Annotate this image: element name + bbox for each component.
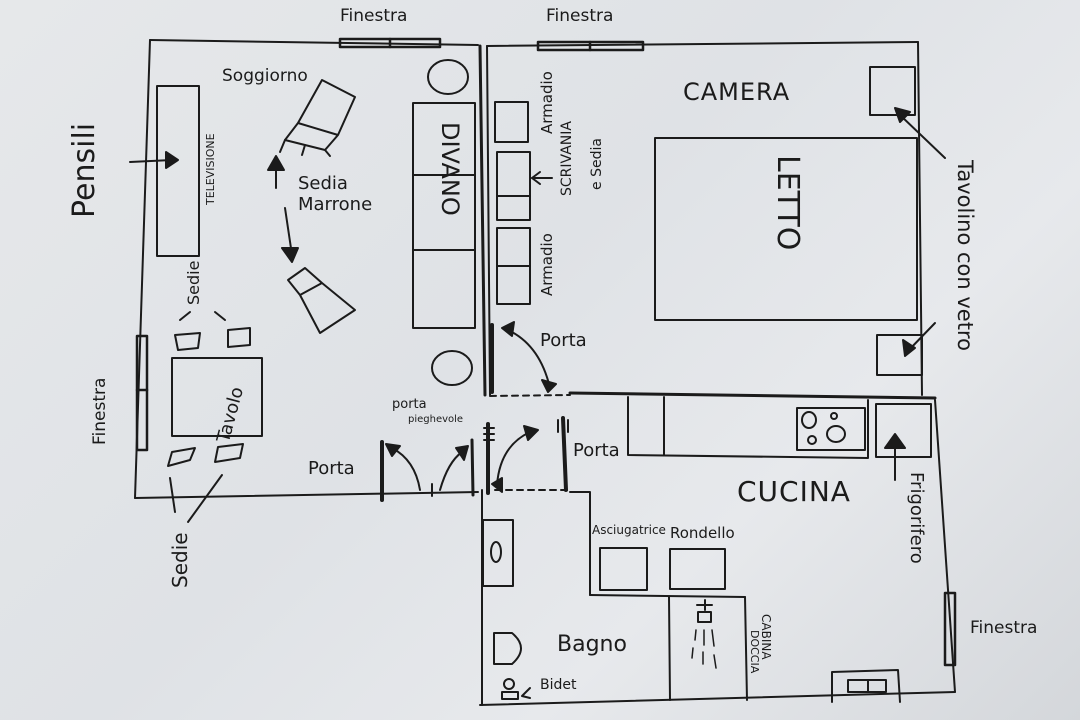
label-bidet: Bidet (540, 677, 577, 693)
dashed-threshold-1 (490, 395, 570, 396)
doors (382, 322, 568, 500)
wall-bagno-inner (590, 595, 745, 597)
wall-doccia-left (669, 597, 670, 700)
window-label-left: Finestra (90, 377, 110, 445)
label-door-folding-1: porta (392, 397, 427, 412)
label-pensili: Pensili (67, 122, 102, 218)
wall-bottom-main (480, 692, 955, 705)
armchair-bottom (288, 268, 355, 333)
chair-1 (175, 333, 200, 350)
dryer (600, 548, 647, 590)
room-label-camera: CAMERA (683, 78, 791, 106)
sofa (413, 103, 475, 328)
wall-bagno-top (570, 492, 590, 595)
wall-partition-camera (480, 46, 485, 395)
label-sedie-bottom: Sedie (168, 532, 192, 588)
window-left (137, 336, 147, 450)
wall-camera-bottom (570, 393, 935, 398)
walls (135, 40, 955, 705)
room-label-soggiorno: Soggiorno (222, 66, 308, 86)
label-tavolino: Tavolino con vetro (953, 160, 977, 351)
label-sedie-top: Sedie (184, 260, 203, 305)
bidet-bowl (504, 679, 514, 689)
bagno-furniture (483, 520, 725, 699)
label-door-camera: Porta (540, 330, 587, 351)
wall-top-left (150, 40, 478, 45)
window-right (945, 593, 955, 665)
label-asciugatrice: Asciugatrice (592, 523, 666, 537)
armchair-top (285, 80, 355, 150)
fridge (876, 404, 931, 457)
window-label-right: Finestra (970, 618, 1038, 638)
label-sedia-marrone-1: Sedia (298, 173, 348, 194)
tavolino-arrow-top (900, 115, 945, 158)
counter (628, 397, 868, 458)
wall-bottom-soggiorno (135, 492, 478, 498)
label-door-soggiorno: Porta (308, 458, 355, 479)
soggiorno-furniture (130, 60, 475, 522)
label-letto: LETTO (770, 155, 805, 251)
door-folding (472, 440, 473, 495)
tv-cabinet (157, 86, 199, 256)
shower-water (692, 630, 716, 668)
window-label-top-left: Finestra (340, 6, 408, 26)
bed (655, 138, 917, 320)
label-armadio-top: Armadio (538, 71, 556, 134)
wall-partition-camera-inner (487, 46, 490, 395)
wall-doccia-right (745, 597, 747, 700)
kitchen-appliance (832, 670, 900, 702)
bidet (502, 692, 518, 699)
label-televisione: TELEVISIONE (204, 133, 217, 205)
label-armadio-bottom: Armadio (538, 233, 556, 296)
wall-top-right (487, 42, 918, 46)
room-label-bagno: Bagno (557, 632, 627, 657)
label-door-folding-2: pieghevole (408, 414, 464, 425)
chair-3 (168, 448, 195, 466)
window-label-top-right: Finestra (546, 6, 614, 26)
label-frigorifero: Frigorifero (906, 472, 927, 564)
label-scrivania-1: SCRIVANIA (559, 121, 575, 196)
wardrobe-top (495, 102, 528, 142)
desk (497, 152, 530, 220)
camera-furniture (495, 67, 945, 375)
toilet (494, 633, 521, 664)
label-scrivania-2: e Sedia (589, 138, 605, 190)
room-label-cucina: CUCINA (737, 475, 851, 508)
chair-4 (215, 444, 243, 462)
stove (797, 408, 865, 450)
shower-head (697, 600, 712, 610)
windows (137, 39, 955, 665)
washer (670, 549, 725, 589)
chair-2 (228, 328, 250, 347)
label-cabina-doccia-1: CABINA (759, 614, 773, 660)
label-cabina-doccia-2: DOCCIA (748, 630, 761, 674)
label-rondello: Rondello (670, 524, 735, 542)
dining-table (172, 358, 262, 436)
nightstand-top (870, 67, 915, 115)
label-divano: DIVANO (436, 122, 464, 216)
door-cucina (563, 418, 566, 490)
label-sedia-marrone-2: Marrone (298, 194, 373, 215)
sink (483, 520, 513, 586)
label-door-cucina: Porta (573, 440, 620, 461)
cucina-furniture (628, 397, 931, 702)
nightstand-bottom (877, 335, 922, 375)
side-table-top (428, 60, 468, 94)
wall-right-cucina (935, 400, 955, 692)
side-table-bottom (432, 351, 472, 385)
